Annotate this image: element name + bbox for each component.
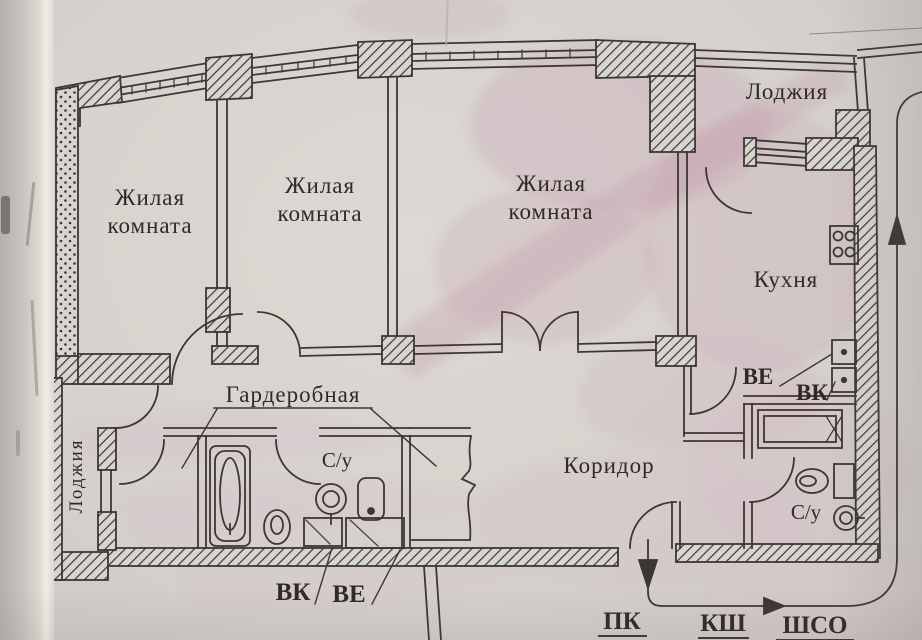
room2-label-line2: комната [277,201,362,226]
room1-label-line2: комната [107,213,192,238]
entrance-door [629,501,681,549]
corridor-label: Коридор [563,453,654,478]
wall-room2-room3 [381,77,415,365]
vent-box [831,339,857,365]
room2-label-line1: Жилая [285,173,355,198]
loggia-top-label: Лоджия [746,79,828,104]
wardrobe-door-arc [119,439,165,485]
bathroom2-fixtures [757,409,865,531]
ve-leader [779,353,833,387]
french-door-left-arc [501,311,541,351]
bath-vk-label: ВК [276,579,311,606]
ksh-label: КШ [700,610,746,637]
loggia-left-inner-wall [97,427,117,551]
vent-box [831,367,857,393]
balcony-door-arc [115,385,159,429]
plan-labels: Жилая комната Жилая комната Жилая комнат… [66,79,847,639]
vent-box [345,517,405,549]
wall-room1-room2 [205,99,259,365]
sanitary-block-walls [113,427,411,549]
room1-door-arc [171,313,243,385]
facade-pier-4 [595,39,696,79]
room3-label-line1: Жилая [516,171,586,196]
kitchen-fixtures [779,225,859,401]
break-line [460,434,477,541]
wardrobe-leaders [181,407,437,469]
wardrobe-label: Гардеробная [226,382,361,407]
bath-ve-label: ВЕ [332,581,365,608]
bathroom1-fixtures [209,445,405,549]
bathroom2-walls [743,395,857,549]
kitchen-label: Кухня [754,267,819,292]
route-arrow-up [887,212,907,245]
window-band-3 [409,39,599,70]
facade-pier-2 [205,53,253,101]
plan-lines [43,27,922,640]
binding-mark [16,430,20,456]
loggia-door-arc [705,167,752,214]
french-door-right-arc [539,311,579,351]
lower-partition [423,565,442,640]
kitchen-ve-label: ВЕ [743,364,774,389]
bath-vent-leaders [314,547,401,605]
hall-north-wall [77,311,657,385]
room3-label-line2: комната [508,199,593,224]
bathroom1-door-arc [275,439,321,485]
toilet-icon [795,468,829,494]
loggia-left-wall [649,75,696,153]
entrance-arrow [637,559,659,591]
window-band-2 [250,42,368,85]
route-arrow-right [763,596,787,616]
room1-label-line1: Жилая [115,185,185,210]
room2-door-arc [257,311,301,355]
bottom-wall-right [675,543,879,563]
wall-room3-kitchen [655,151,697,367]
right-outer-wall [853,145,881,559]
bathroom2-label: С/у [791,500,822,524]
kitchen-vk-label: ВК [796,380,828,405]
loggia-left-label: Лоджия [66,438,87,513]
kitchen-door-arc [689,367,737,415]
facade-pier-3 [357,39,413,79]
bathroom1-label: С/у [322,448,353,472]
vk-leader [826,381,836,401]
riser-underlines [598,635,854,640]
closet-niche [409,427,477,541]
binding-mark [1,196,10,234]
route-line [637,91,922,616]
window-band-1 [116,60,216,105]
bottom-wall-left [105,547,619,567]
shso-label: ШСО [783,612,848,639]
pk-label: ПК [603,608,641,635]
entrance-door-arc [629,501,677,549]
left-outer-wall [55,84,79,359]
toilet-icon [263,509,291,545]
stove-icon [829,225,859,265]
vent-box [303,517,343,547]
water-heater-icon [357,477,385,521]
kitchen-doorway [683,365,745,442]
page-edge [0,0,54,640]
bathtub-icon [209,445,251,547]
bathroom2-door-arc [749,457,795,503]
shower-tray [757,409,843,449]
